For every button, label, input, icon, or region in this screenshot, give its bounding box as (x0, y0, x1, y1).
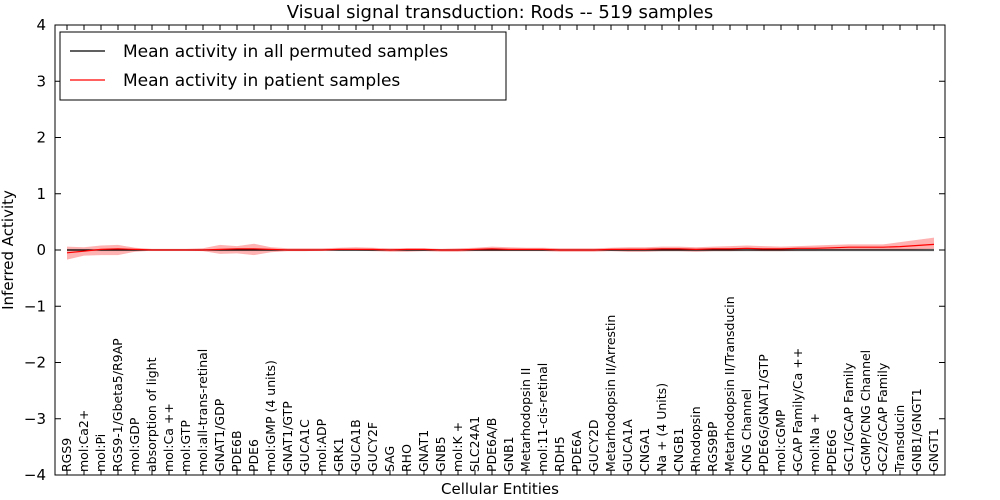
x-tick-label: mol:11-cis-retinal (535, 363, 550, 472)
x-tick-label: GNAT1/GDP (212, 398, 227, 472)
x-tick-label: mol:GTP (178, 420, 193, 472)
x-tick-label: RGS9BP (705, 421, 720, 472)
x-tick-label: CNGB1 (671, 428, 686, 472)
x-tick-label: PDE6G/GNAT1/GTP (756, 354, 771, 472)
legend-box (59, 31, 507, 101)
x-tick-label: GUCA1A (620, 419, 635, 472)
x-tick-label: mol:cGMP (773, 409, 788, 472)
x-tick-label: mol:Ca ++ (161, 403, 176, 472)
x-tick-label: CNG Channel (739, 389, 754, 472)
plot-frame (54, 24, 946, 476)
series-lines (66, 243, 935, 254)
x-tick-label: GUCY2D (586, 419, 601, 472)
x-tick-label: mol:GDP (127, 417, 142, 472)
x-tick-label: mol:GMP (4 units) (263, 360, 278, 472)
y-ticks: −4 −3 −2 −1 0 1 2 3 4 (24, 16, 945, 484)
line-series-1 (66, 243, 935, 254)
x-tick-label: GNB5 (433, 436, 448, 472)
y-tick-label: −2 (24, 354, 46, 372)
x-tick-label: GNAT1 (416, 430, 431, 472)
x-tick-label: mol:all-trans-retinal (195, 349, 210, 472)
y-axis-label: Inferred Activity (0, 190, 17, 310)
x-tick-label: GC1/GCAP Family (841, 362, 856, 472)
y-tick-label: −1 (24, 297, 46, 315)
legend-label-patient: Mean activity in patient samples (123, 71, 400, 91)
x-tick-label: Rhodopsin (688, 406, 703, 472)
x-tick-label: cGMP/CNG Channel (858, 350, 873, 472)
chart-title: Visual signal transduction: Rods -- 519 … (287, 2, 714, 23)
x-tick-label: GNAT1/GTP (280, 401, 295, 472)
x-tick-label: mol:Pi (93, 434, 108, 472)
x-tick-label: RDH5 (552, 436, 567, 472)
x-tick-label: GUCA1B (348, 419, 363, 472)
x-axis-label: Cellular Entities (441, 480, 559, 498)
x-tick-label: Metarhodopsin II/Arrestin (603, 315, 618, 472)
x-tick-label: mol:K + (450, 422, 465, 472)
y-tick-label: −4 (24, 466, 46, 484)
legend: Mean activity in all permuted samples Me… (59, 31, 507, 101)
y-tick-label: 0 (36, 241, 46, 259)
x-tick-label: Metarhodopsin II/Transducin (722, 296, 737, 472)
x-tick-label: Transducin (892, 405, 907, 473)
x-tick-label: absorption of light (144, 357, 159, 472)
x-tick-label: mol:Na + (807, 413, 822, 472)
x-tick-label: PDE6A (569, 430, 584, 472)
x-tick-label: PDE6 (246, 439, 261, 472)
x-tick-label: CNGA1 (637, 428, 652, 472)
y-tick-label: −3 (24, 410, 46, 428)
x-tick-label: RGS9-1/Gbeta5/R9AP (110, 338, 125, 472)
x-tick-label: RHO (399, 444, 414, 472)
x-tick-label: GRK1 (331, 437, 346, 472)
x-tick-label: GUCY2F (365, 422, 380, 472)
x-tick-label: GNGT1 (926, 428, 941, 472)
y-tick-label: 2 (36, 129, 46, 147)
x-tick-label: mol:Ca2+ (76, 410, 91, 472)
x-tick-label: SAG (382, 446, 397, 472)
x-tick-label: PDE6B (229, 430, 244, 472)
y-tick-label: 4 (36, 16, 46, 34)
x-tick-label: Na + (4 Units) (654, 383, 669, 472)
x-tick-label: GC2/GCAP Family (875, 362, 890, 472)
x-tick-label: RGS9 (59, 438, 74, 472)
legend-label-permuted: Mean activity in all permuted samples (123, 42, 448, 62)
x-tick-label: SLC24A1 (467, 416, 482, 472)
x-tick-label: GNB1/GNGT1 (909, 388, 924, 472)
x-tick-label: GUCA1C (297, 419, 312, 472)
x-tick-label: mol:ADP (314, 418, 329, 472)
x-tick-label: GCAP Family/Ca ++ (790, 348, 805, 472)
y-tick-label: 1 (36, 185, 46, 203)
y-tick-label: 3 (36, 72, 46, 90)
x-tick-label: Metarhodopsin II (518, 368, 533, 472)
x-tick-label: PDE6A/B (484, 418, 499, 472)
x-tick-label: PDE6G (824, 429, 839, 472)
x-tick-label: GNB1 (501, 436, 516, 472)
